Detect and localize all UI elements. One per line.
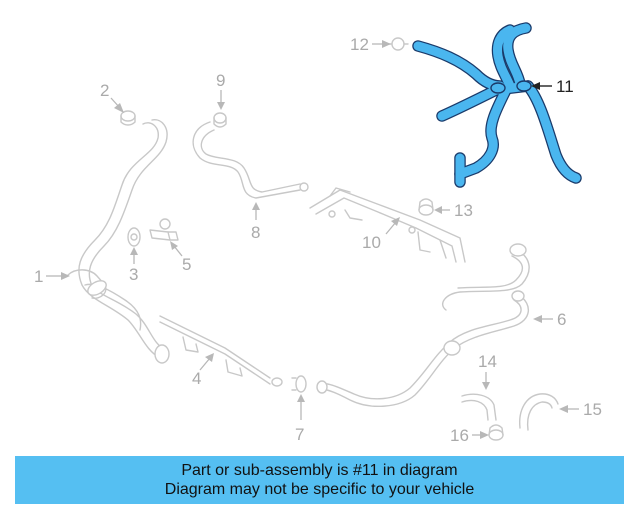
callout-label-15: 15	[583, 400, 602, 419]
callout-label-14: 14	[478, 352, 497, 371]
part-3-gasket[interactable]	[127, 227, 141, 247]
callout-label-3: 3	[129, 265, 138, 284]
part-9-clip[interactable]	[213, 112, 227, 128]
callout-label-16: 16	[450, 426, 469, 445]
callout-13: 13	[434, 201, 473, 220]
callout-6: 6	[533, 310, 566, 329]
callout-label-1: 1	[34, 267, 43, 286]
callout-9: 9	[216, 71, 225, 110]
parts-diagram: 1 2 3 4 5 6 7 8 9 10	[34, 22, 602, 445]
callout-15: 15	[559, 400, 602, 419]
callout-1: 1	[34, 267, 70, 286]
part-8-hose[interactable]	[192, 121, 309, 199]
part-15-elbow[interactable]	[519, 393, 559, 431]
callout-10: 10	[362, 217, 400, 252]
part-13-grommet[interactable]	[418, 198, 434, 216]
callout-label-11: 11	[556, 77, 574, 96]
banner-line-disclaimer: Diagram may not be specific to your vehi…	[164, 481, 475, 498]
callout-label-6: 6	[557, 310, 566, 329]
part-6-hose[interactable]	[316, 243, 530, 408]
part-16-grommet[interactable]	[488, 424, 504, 441]
callout-label-7: 7	[295, 425, 304, 444]
part-1-hose[interactable]	[67, 119, 170, 364]
callout-label-4: 4	[192, 369, 201, 388]
callout-11: 11	[531, 77, 574, 96]
callout-2: 2	[100, 81, 124, 113]
part-5-fitting[interactable]	[149, 218, 179, 241]
part-4-pipe[interactable]	[159, 315, 283, 387]
callout-12: 12	[350, 35, 391, 54]
callout-label-9: 9	[216, 71, 225, 90]
callout-8: 8	[251, 202, 260, 242]
callout-4: 4	[192, 353, 214, 388]
callout-label-8: 8	[251, 223, 260, 242]
info-banner: Part or sub-assembly is #11 in diagram D…	[15, 456, 624, 504]
part-10-bracket[interactable]	[309, 187, 466, 263]
callout-label-2: 2	[100, 81, 109, 100]
part-2-clamp[interactable]	[120, 110, 136, 126]
callout-label-13: 13	[454, 201, 473, 220]
callout-14: 14	[478, 352, 497, 390]
banner-line-part: Part or sub-assembly is #11 in diagram	[181, 462, 458, 479]
callout-16: 16	[450, 426, 489, 445]
part-7-clamp[interactable]	[291, 375, 307, 393]
callout-label-10: 10	[362, 233, 381, 252]
callout-label-12: 12	[350, 35, 369, 54]
callout-3: 3	[129, 247, 138, 284]
callout-7: 7	[295, 394, 305, 444]
callout-5: 5	[170, 241, 191, 274]
part-11-water-hose-assembly[interactable]	[412, 22, 582, 188]
callout-label-5: 5	[182, 255, 191, 274]
part-14-hose[interactable]	[461, 393, 497, 421]
